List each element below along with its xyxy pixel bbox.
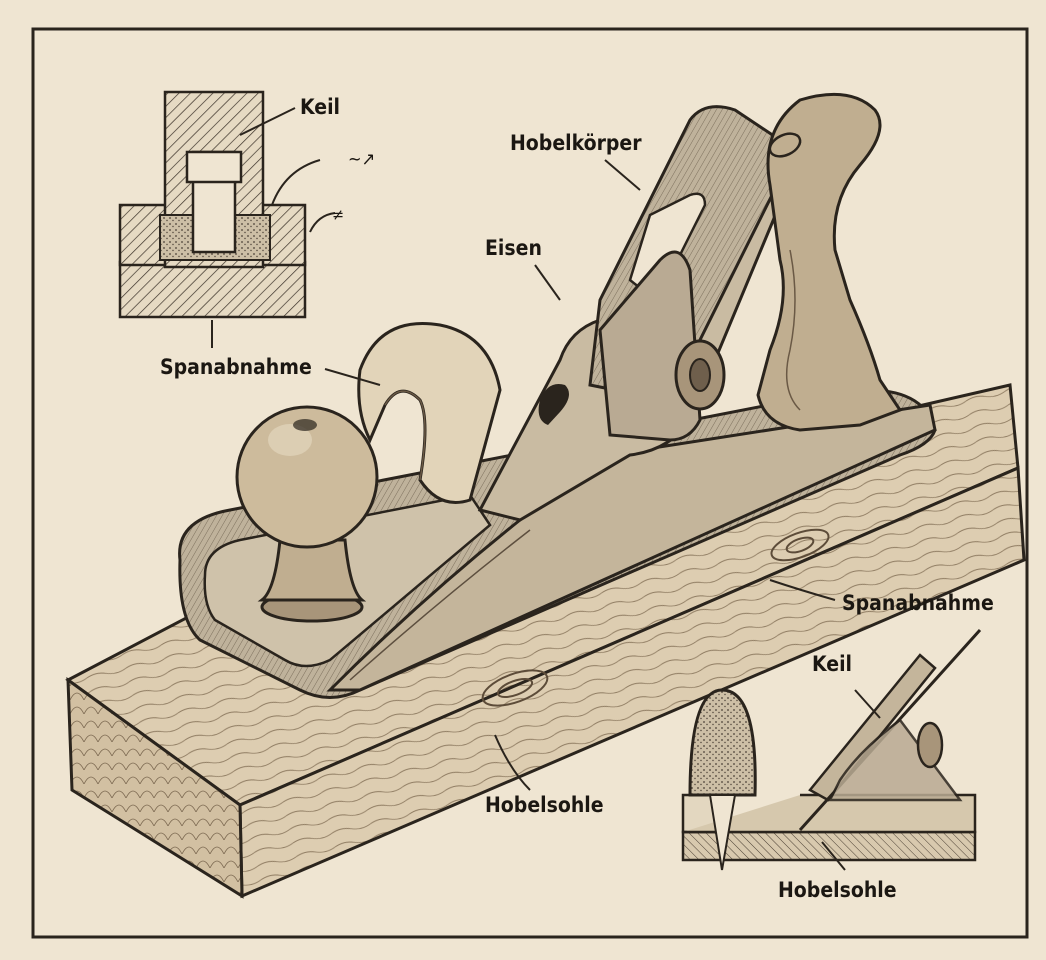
- label-spanabnahme-left: Spanabnahme: [160, 355, 312, 379]
- label-hobelsohle-bottom: Hobelsohle: [778, 878, 897, 902]
- svg-text:≠: ≠: [332, 205, 344, 224]
- label-eisen: Eisen: [485, 236, 542, 260]
- label-hobelkoerper: Hobelkörper: [510, 131, 642, 155]
- label-hobelsohle-main: Hobelsohle: [485, 793, 604, 817]
- label-keil-top: Keil: [300, 95, 340, 119]
- svg-text:~↗: ~↗: [348, 149, 375, 170]
- label-spanabnahme-right: Spanabnahme: [842, 591, 994, 615]
- label-keil-bottom: Keil: [812, 652, 852, 676]
